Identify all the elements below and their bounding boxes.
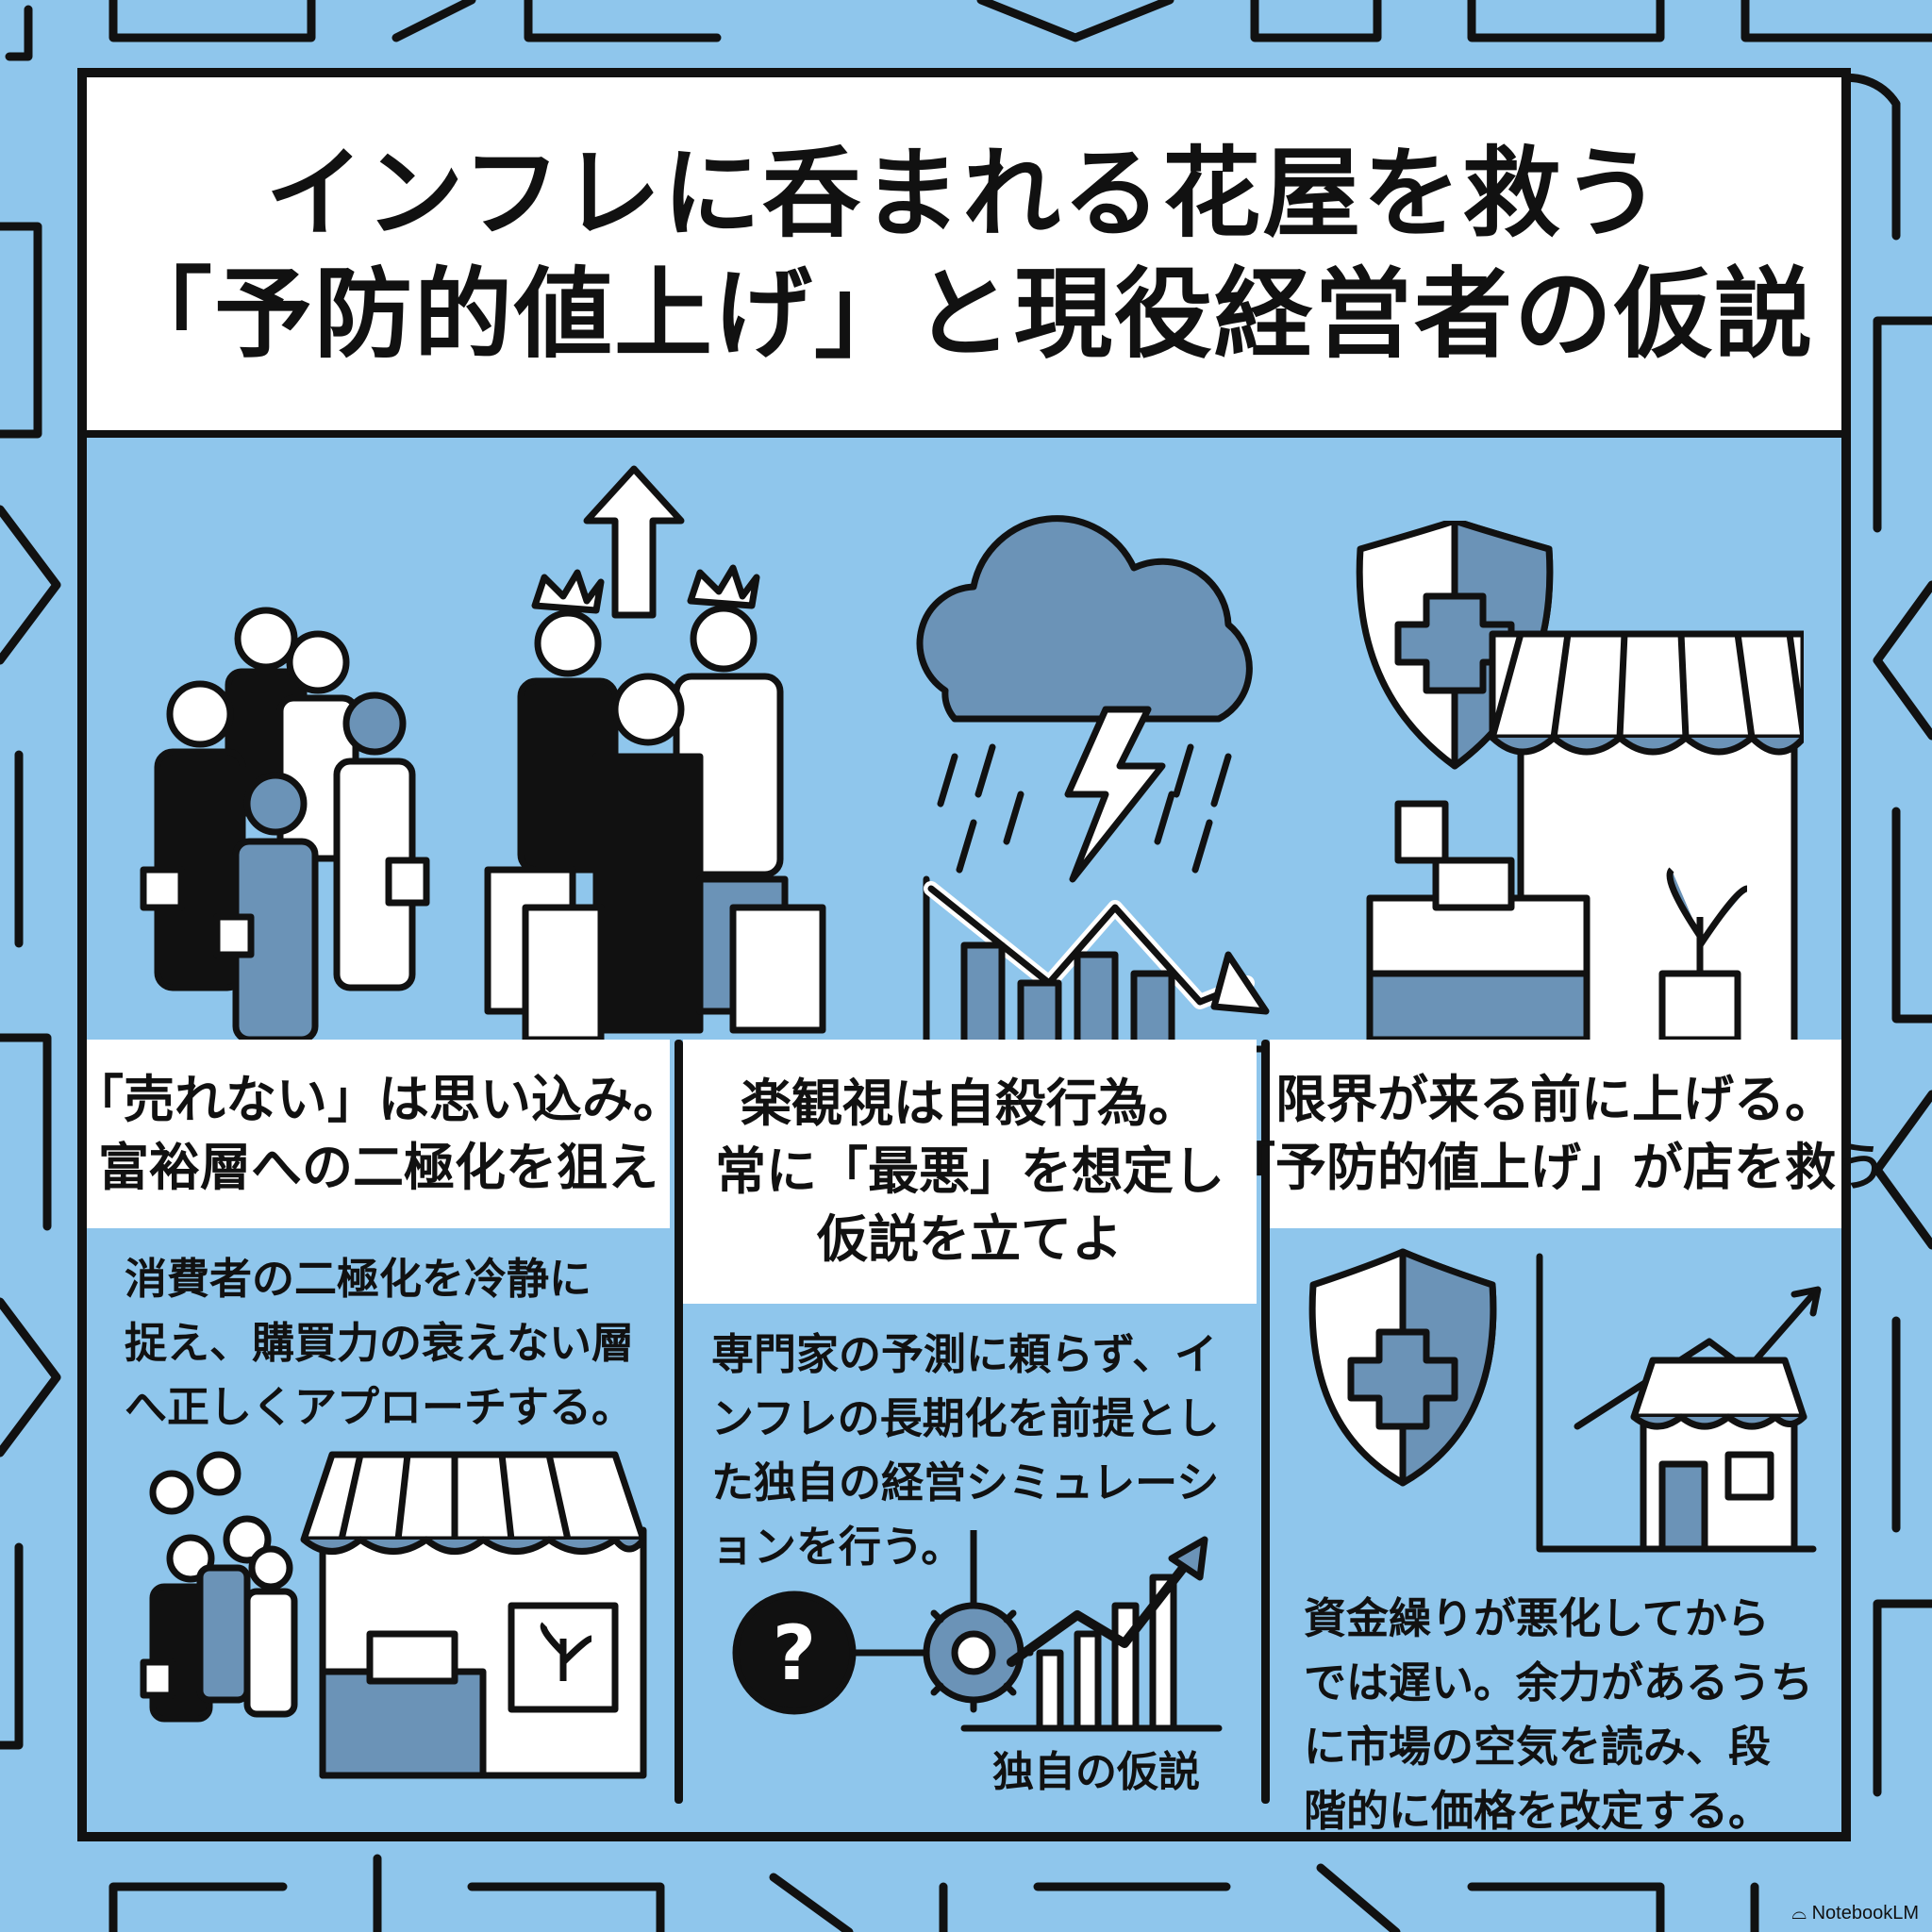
page-title-line-1: インフレに呑まれる花屋を救う [265, 136, 1663, 251]
column-1-body-line-2: 捉え、購買力の衰えない層 [125, 1318, 635, 1368]
storm-decline-icon [916, 515, 1279, 1053]
svg-text:?: ? [773, 1609, 816, 1697]
column-divider-left [675, 1040, 683, 1804]
hypothesis-gear-icon: ? [732, 1530, 1223, 1732]
column-2-heading: 楽観視は自殺行為。 常に「最悪」を想定し 仮説を立てよ [683, 1040, 1257, 1304]
column-2-heading-line-1: 楽観視は自殺行為。 [741, 1074, 1199, 1133]
infographic-frame: インフレに呑まれる花屋を救う 「予防的値上げ」と現役経営者の仮説 [73, 68, 1887, 1843]
column-2-body-line-3: た独自の経営シミュレーシ [711, 1457, 1220, 1507]
title-panel: インフレに呑まれる花屋を救う 「予防的値上げ」と現役経営者の仮説 [87, 77, 1841, 438]
column-3-heading-line-2: 「予防的値上げ」が店を救う [1224, 1138, 1887, 1197]
notebooklm-logo-icon: ⌓ [1791, 1903, 1807, 1924]
column-3-heading-line-1: 限界が来る前に上げる。 [1275, 1070, 1836, 1129]
shield-growth-icon [1308, 1248, 1822, 1553]
notebooklm-watermark: ⌓ NotebookLM [1791, 1903, 1919, 1924]
wealthy-shoppers-icon [484, 465, 826, 1043]
column-1-heading-line-2: 富裕層への二極化を狙え [98, 1138, 658, 1197]
column-2-heading-line-3: 仮説を立てよ [817, 1209, 1123, 1269]
column-3-heading: 限界が来る前に上げる。 「予防的値上げ」が店を救う [1224, 1040, 1887, 1228]
column-1-body-line-3: へ正しくアプローチする。 [125, 1382, 635, 1432]
column-3-body-line-4: 階的に価格を改定する。 [1304, 1786, 1772, 1836]
column-2-heading-line-2: 常に「最悪」を想定し [715, 1141, 1224, 1201]
column-3-body-line-1: 資金繰りが悪化してから [1304, 1593, 1770, 1643]
column-1-heading: 「売れない」は思い込み。 富裕層への二極化を狙え [73, 1040, 684, 1228]
shield-shop-icon [1356, 521, 1804, 1053]
page-title-line-2: 「予防的値上げ」と現役経営者の仮説 [113, 257, 1814, 372]
column-divider-right [1261, 1040, 1270, 1804]
column-1-heading-line-1: 「売れない」は思い込み。 [73, 1070, 684, 1129]
column-2-body: 専門家の予測に頼らず、イ ンフレの長期化を前提とし た独自の経営シミュレーシ ョ… [711, 1323, 1220, 1579]
column-1-body: 消費者の二極化を冷静に 捉え、購買力の衰えない層 へ正しくアプローチする。 [125, 1247, 634, 1440]
notebooklm-label: NotebookLM [1811, 1903, 1919, 1924]
hypothesis-caption: 独自の仮説 [992, 1748, 1200, 1796]
column-2-body-line-4: ョンを行う。 [711, 1522, 964, 1572]
column-3-body-line-3: に市場の空気を読み、段 [1304, 1722, 1772, 1772]
shop-customers-icon [140, 1451, 647, 1779]
column-1-body-line-1: 消費者の二極化を冷静に [125, 1254, 592, 1304]
crowd-shoppers-icon [140, 607, 430, 1043]
column-2-body-line-2: ンフレの長期化を前提とし [711, 1393, 1220, 1443]
column-3-body: 資金繰りが悪化してから では遅い。余力があるうち に市場の空気を読み、段 階的に… [1304, 1587, 1813, 1843]
column-3-body-line-2: では遅い。余力があるうち [1304, 1657, 1814, 1707]
column-2-body-line-1: 専門家の予測に頼らず、イ [711, 1329, 1217, 1379]
